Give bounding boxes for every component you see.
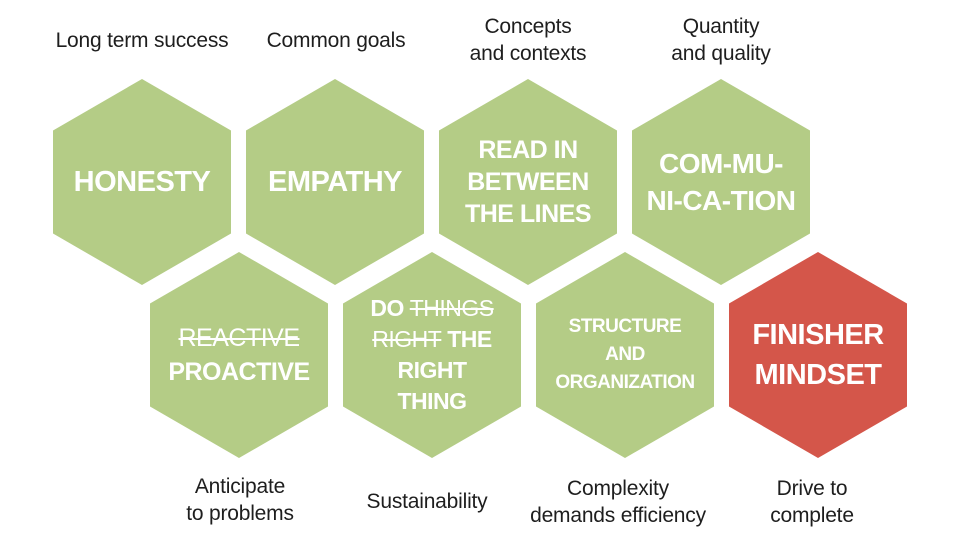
caption-complexity-demands-efficiency: Complexity demands efficiency — [530, 477, 706, 527]
hexagon-finisher-mindset: FINISHER MINDSET — [729, 252, 907, 458]
hexagon-empathy: EMPATHY — [246, 79, 424, 285]
caption-long-term-success: Long term success — [55, 29, 229, 52]
hexagon-proactive-label: REACTIVE PROACTIVE — [168, 324, 310, 386]
hexagon-read-in-between-the-lines: READ IN BETWEEN THE LINES — [439, 79, 617, 285]
hexagon-structure-and-organization-label: STRUCTURE AND ORGANIZATION — [555, 316, 695, 393]
hexagon-do-the-right-thing-label: DO THINGS RIGHT THE RIGHT THING — [370, 295, 494, 414]
hexagon-proactive: REACTIVE PROACTIVE — [150, 252, 328, 458]
hexagon-do-the-right-thing: DO THINGS RIGHT THE RIGHT THING — [343, 252, 521, 458]
hexagon-empathy-label: EMPATHY — [268, 166, 402, 198]
caption-common-goals: Common goals — [266, 29, 406, 52]
hexagon-honesty-label: HONESTY — [73, 166, 211, 198]
caption-concepts-and-contexts: Concepts and contexts — [469, 15, 587, 65]
caption-anticipate-to-problems: Anticipate to problems — [186, 475, 294, 525]
hexagon-honesty: HONESTY — [53, 79, 231, 285]
hexagon-finisher-mindset-label: FINISHER MINDSET — [752, 319, 884, 391]
hexagon-read-in-between-the-lines-label: READ IN BETWEEN THE LINES — [464, 136, 592, 228]
caption-sustainability: Sustainability — [366, 490, 488, 513]
caption-quantity-and-quality: Quantity and quality — [671, 15, 771, 65]
hexagon-communication-label: COM-MU- NI-CA-TION — [646, 148, 796, 216]
hexagon-structure-and-organization: STRUCTURE AND ORGANIZATION — [536, 252, 714, 458]
hexagon-communication: COM-MU- NI-CA-TION — [632, 79, 810, 285]
caption-drive-to-complete: Drive to complete — [770, 477, 854, 527]
